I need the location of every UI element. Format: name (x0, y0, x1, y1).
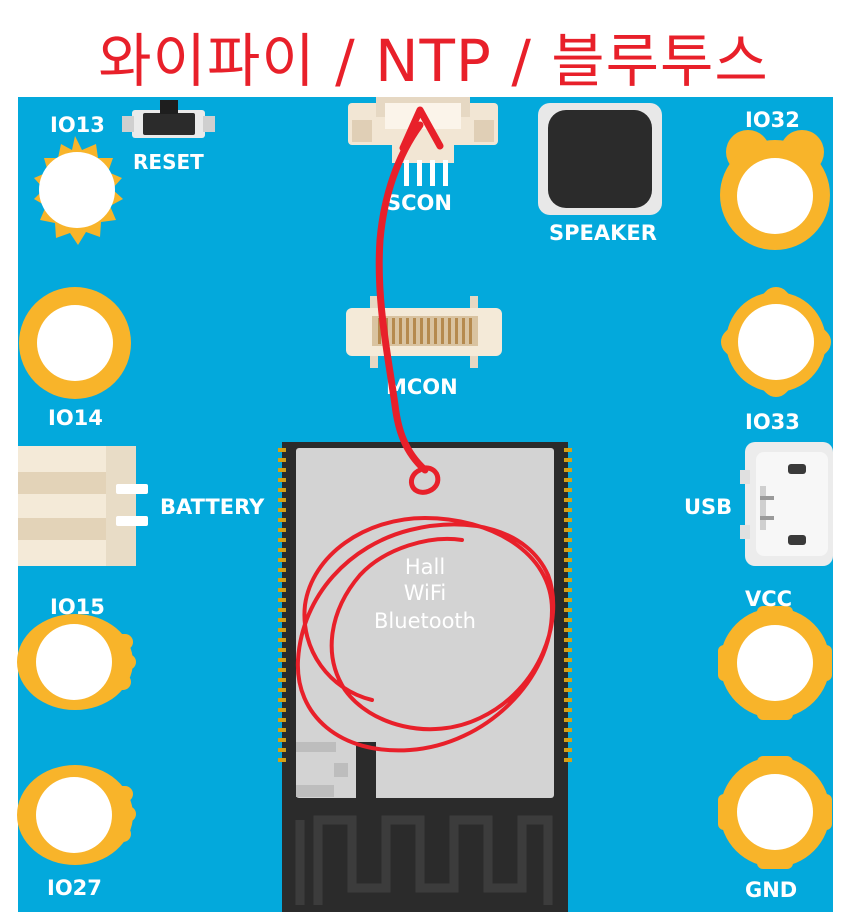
gnd-pad[interactable] (718, 756, 832, 869)
io27-label: IO27 (47, 876, 102, 900)
mcon-label: MCON (386, 375, 458, 399)
page-title: 와이파이 / NTP / 블루투스 (98, 27, 769, 95)
io14-pad[interactable] (19, 287, 131, 399)
io32-pad[interactable] (720, 130, 830, 250)
chip-label-hall: Hall (405, 555, 445, 579)
reset-button[interactable] (122, 100, 215, 138)
reset-label: RESET (133, 150, 204, 174)
battery-label: BATTERY (160, 495, 265, 519)
io14-label: IO14 (48, 406, 103, 430)
io27-pad[interactable] (17, 765, 136, 865)
battery-connector (18, 446, 148, 566)
vcc-label: VCC (745, 587, 792, 611)
chip-label-wifi: WiFi (404, 581, 447, 605)
annotation-scribble (295, 106, 556, 753)
speaker-label: SPEAKER (549, 221, 657, 245)
io32-label: IO32 (745, 108, 800, 132)
speaker (538, 103, 662, 215)
io33-pad[interactable] (715, 281, 837, 403)
io13-label: IO13 (50, 113, 105, 137)
esp32-module (278, 442, 572, 912)
vcc-pad[interactable] (718, 606, 832, 720)
chip-label-bluetooth: Bluetooth (374, 609, 476, 633)
io15-pad[interactable] (17, 614, 136, 710)
usb-port[interactable] (740, 442, 833, 566)
usb-label: USB (684, 495, 732, 519)
io13-pad[interactable] (34, 136, 123, 245)
io33-label: IO33 (745, 410, 800, 434)
gnd-label: GND (745, 878, 797, 902)
scon-label: SCON (386, 191, 452, 215)
io15-label: IO15 (50, 595, 105, 619)
